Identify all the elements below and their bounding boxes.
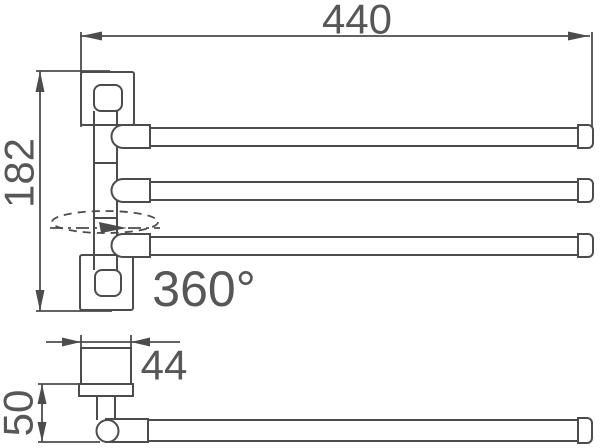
dimension-label-total-length: 440 [322, 0, 392, 43]
front-view: 440 182 [0, 0, 594, 317]
towel-arm-3 [110, 233, 594, 258]
towel-arm-2 [110, 178, 594, 203]
arrowhead-up-icon [35, 71, 45, 92]
rotation-indicator [50, 210, 160, 234]
arrowhead-right-icon [62, 337, 81, 347]
bottom-plate-collar [94, 269, 122, 297]
dimension-440: 440 [80, 0, 593, 147]
dimension-label-swivel-angle: 360° [152, 261, 255, 317]
dimension-50: 50 [0, 383, 100, 443]
dimension-44: 44 [46, 335, 187, 389]
towel-arm-1 [110, 124, 594, 149]
arm-end-cap-side [577, 417, 593, 444]
arrowhead-right-icon [568, 31, 589, 41]
rotation-arrow-icon [99, 222, 127, 233]
side-view: 44 50 [0, 335, 593, 444]
pivot-knuckle [95, 419, 120, 443]
plate-cover-side [80, 347, 132, 385]
top-plate-collar [93, 84, 123, 112]
plate-base-side [78, 383, 134, 397]
dimension-182: 182 [0, 70, 112, 312]
dimension-label-plate-width: 44 [141, 342, 188, 389]
arrowhead-left-icon [131, 337, 150, 347]
arrowhead-down-icon [35, 290, 45, 311]
arrowhead-up-icon [37, 384, 47, 404]
dimension-label-total-height: 182 [0, 138, 43, 208]
arrowhead-left-icon [81, 31, 102, 41]
arrowhead-down-icon [37, 422, 47, 442]
arm-bar-side [147, 419, 579, 442]
rotation-ellipse [51, 210, 159, 234]
dimension-label-drop-height: 50 [0, 390, 42, 437]
